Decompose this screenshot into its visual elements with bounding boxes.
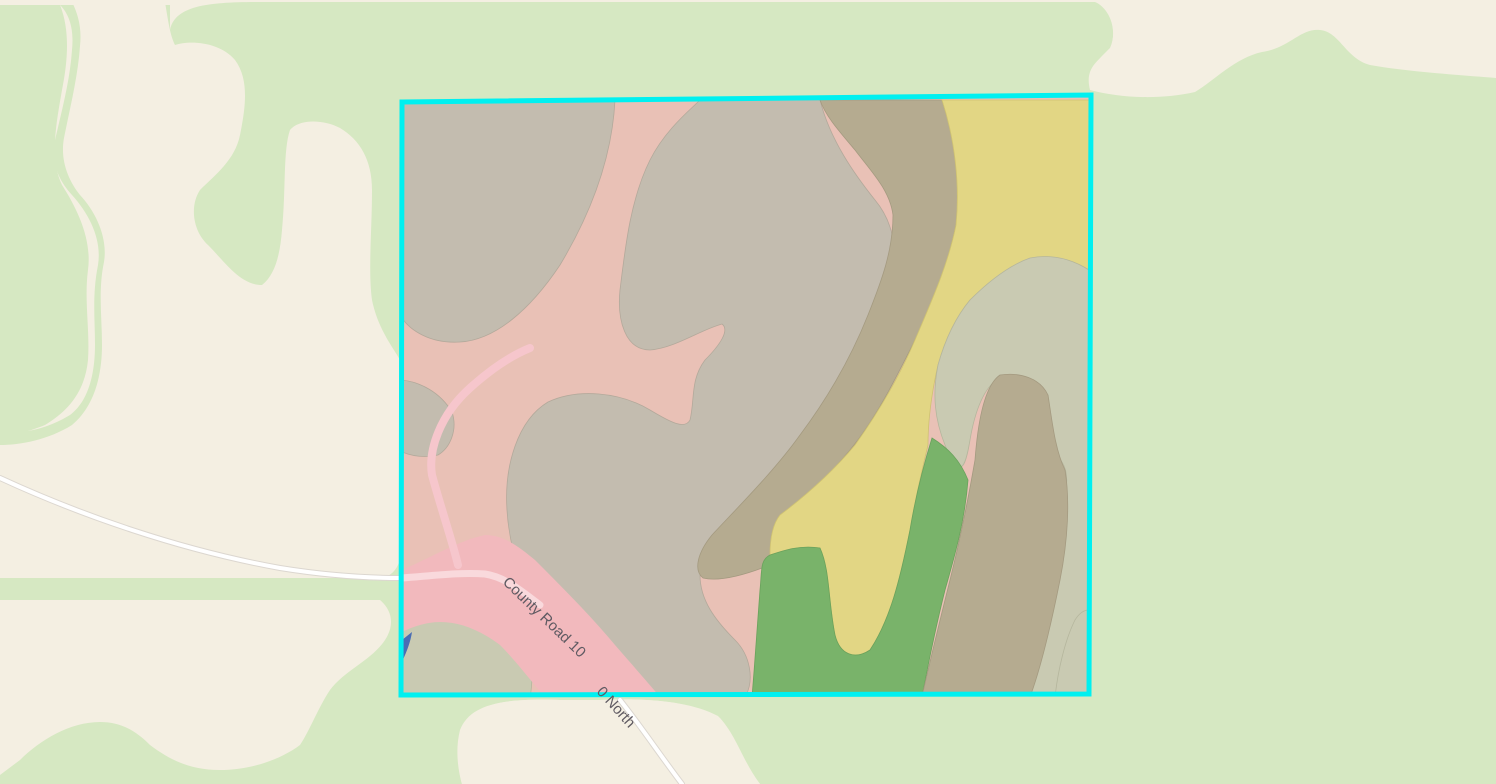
internal-road <box>401 569 544 609</box>
internal-track <box>427 344 534 569</box>
soil-unit-gray-brown-3 <box>401 379 455 457</box>
soil-unit-light-sage-2 <box>1054 609 1090 695</box>
soil-unit-green <box>751 437 969 695</box>
soil-unit-gray-brown-1 <box>401 99 616 343</box>
water-feature <box>402 632 412 662</box>
soil-map-units <box>401 95 1091 695</box>
soil-unit-dark-tan-2 <box>921 373 1069 695</box>
roads <box>0 475 685 784</box>
area-of-interest-outline[interactable] <box>398 92 1094 698</box>
